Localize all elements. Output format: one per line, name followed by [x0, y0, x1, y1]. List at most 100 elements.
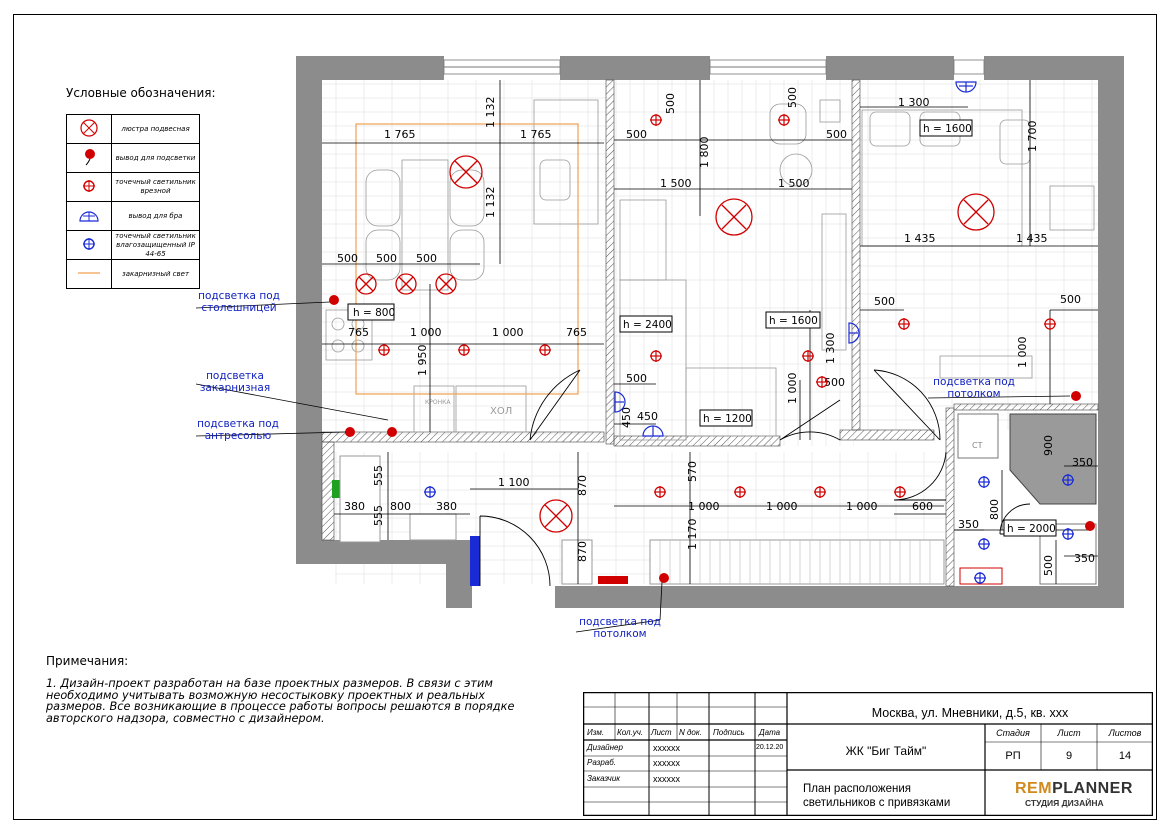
dim-500: 500	[826, 128, 847, 141]
legend-row: вывод для подсветки	[66, 143, 200, 173]
chandeliers	[355, 155, 995, 533]
stage-label: Стадия	[996, 728, 1030, 738]
lighting-outlet-icon	[85, 149, 95, 166]
legend-label: закарнизный свет	[111, 259, 200, 289]
height-label: h = 2000	[1007, 523, 1056, 535]
recessed-spotlight-icon	[650, 350, 662, 362]
bedroom-floor	[858, 80, 1098, 430]
drawing-frame	[13, 14, 1157, 820]
dim-600: 600	[912, 500, 933, 513]
annotation-worktop-light: подсветка под столешницей	[198, 290, 280, 314]
height-label: h = 1600	[769, 315, 818, 327]
waterproof-spotlight-icon	[978, 538, 990, 550]
dim-765: 765	[566, 326, 587, 339]
recessed-spotlight-icon	[734, 486, 746, 498]
recessed-spotlight-icon	[1044, 318, 1056, 330]
sconces	[614, 81, 977, 437]
company-logo: REMPLANNER	[1015, 780, 1133, 798]
dim-350: 350	[958, 518, 979, 531]
dim-500: 500	[416, 252, 437, 265]
dim-1435: 1 435	[1016, 232, 1048, 245]
logo-subtitle: СТУДИЯ ДИЗАЙНА	[1025, 798, 1104, 808]
dim-1132: 1 132	[484, 187, 497, 219]
legend-label: люстра подвесная	[111, 114, 200, 144]
sconce-outlet-icon	[955, 81, 977, 93]
pendant-chandelier-icon	[435, 273, 457, 295]
annotation-cornice-light: подсветка закарнизная	[199, 370, 271, 394]
living-floor	[614, 80, 854, 446]
residential-complex: ЖК "Биг Тайм"	[845, 744, 927, 758]
sconce-outlet-icon	[642, 425, 664, 437]
sheet-label: Лист	[1057, 728, 1081, 738]
dim-450: 450	[620, 407, 633, 428]
dim-500: 500	[337, 252, 358, 265]
recessed-spotlight-icon	[650, 114, 662, 126]
dim-1500: 1 500	[778, 177, 810, 190]
dim-900: 900	[1042, 435, 1055, 456]
dim-1300: 1 300	[898, 96, 930, 109]
dimension-texts: 1 765 1 765 1 132 1 132 500 500 500 765 …	[337, 87, 1095, 576]
title-block-text: Изм. Кол.уч. Лист N док. Подпись Дата Ди…	[583, 692, 1153, 816]
cornice-light-icon	[78, 272, 100, 274]
sheet-value: 9	[1065, 750, 1073, 762]
height-label: h = 2400	[623, 319, 672, 331]
lighting-outlet-icon	[659, 573, 669, 583]
pendant-chandelier-icon	[80, 119, 98, 137]
walls	[296, 56, 1124, 608]
recessed-spotlight-icon	[814, 486, 826, 498]
dim-380: 380	[344, 500, 365, 513]
dim-1000: 1 000	[688, 500, 720, 513]
dim-1000: 1 000	[846, 500, 878, 513]
dim-500: 500	[626, 128, 647, 141]
dim-555: 555	[372, 505, 385, 526]
recessed-spotlight-icon	[802, 350, 814, 362]
dim-1000: 1 000	[492, 326, 524, 339]
dim-1500: 1 500	[660, 177, 692, 190]
kitchen-furniture	[325, 99, 599, 433]
dim-380: 380	[436, 500, 457, 513]
pendant-chandelier-icon	[395, 273, 417, 295]
sconce-outlet-icon	[848, 322, 860, 344]
stamp-name: xxxxxx	[653, 758, 680, 768]
stage-value: РП	[1005, 750, 1021, 762]
dim-1435: 1 435	[904, 232, 936, 245]
dim-500: 500	[874, 295, 895, 308]
stamp-name: xxxxxx	[653, 743, 680, 753]
dim-800: 800	[390, 500, 411, 513]
dim-1170: 1 170	[686, 519, 699, 551]
hall-details	[332, 455, 945, 586]
sconce-outlet-icon	[614, 391, 626, 413]
waterproof-spotlight-icon	[1062, 474, 1074, 486]
dim-1000: 1 000	[1016, 337, 1029, 369]
annotation-ceiling-light-hall: подсветка под потолком	[579, 616, 661, 640]
legend-label: точечный светильник врезной	[111, 172, 200, 202]
dim-350: 350	[1072, 456, 1093, 469]
legend-row: вывод для бра	[66, 201, 200, 231]
dim-500: 500	[1042, 555, 1055, 576]
notes-title: Примечания:	[46, 654, 129, 668]
dim-765: 765	[348, 326, 369, 339]
recessed-spotlight-icon	[83, 180, 95, 192]
recessed-spotlight-icon	[816, 376, 828, 388]
dim-1000: 1 000	[786, 373, 799, 405]
dim-1800: 1 800	[698, 137, 711, 169]
legend-row: люстра подвесная	[66, 114, 200, 144]
leader-lines	[195, 301, 1071, 633]
sheets-value: 14	[1118, 750, 1132, 762]
dim-570: 570	[686, 461, 699, 482]
legend-table: люстра подвесная вывод для подсветки точ…	[66, 114, 200, 289]
dim-500: 500	[376, 252, 397, 265]
height-labels: h = 800 h = 2400 h = 1600 h = 1600 h = 1…	[347, 119, 1057, 537]
notes-text: 1. Дизайн-проект разработан на базе прое…	[46, 677, 515, 725]
dim-1132: 1 132	[484, 97, 497, 129]
dim-500: 500	[1060, 293, 1081, 306]
stamp-name: xxxxxx	[653, 774, 680, 784]
stamp-header: N док.	[679, 728, 702, 737]
recessed-spotlight-icon	[458, 344, 470, 356]
dim-450: 450	[637, 410, 658, 423]
dim-1765: 1 765	[384, 128, 416, 141]
lighting-outlet-icon	[1085, 521, 1095, 531]
lighting-outlet-icon	[387, 427, 397, 437]
recessed-spotlight-icon	[898, 318, 910, 330]
